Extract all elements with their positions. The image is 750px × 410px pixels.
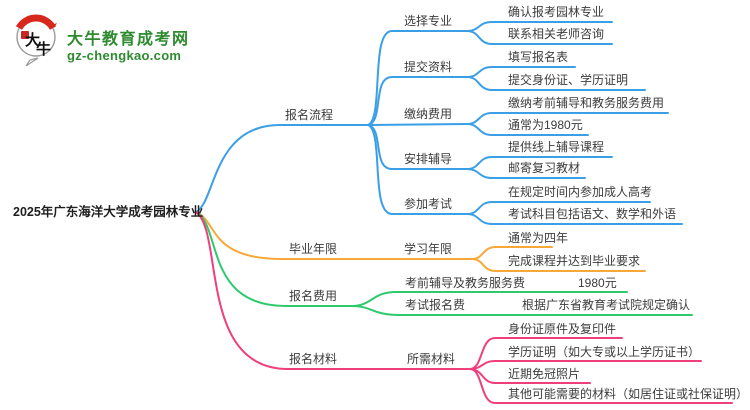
leaf-exam-subjects: 考试科目包括语文、数学和外语 (508, 207, 677, 221)
leaf-confirm-major: 确认报考园林专业 (508, 5, 605, 19)
leaf-four-years: 通常为四年 (508, 231, 569, 245)
leaf-online-course: 提供线上辅导课程 (508, 140, 605, 154)
leaf-photo: 近期免冠照片 (508, 367, 581, 381)
leaf-diploma: 学历证明（如大专或以上学历证书） (508, 345, 701, 359)
branch-node-signup-process: 报名流程 (285, 108, 334, 122)
branch-node-graduation-years: 毕业年限 (289, 242, 338, 256)
sub-node-pay-fees: 缴纳费用 (404, 107, 453, 121)
sub-node-exam-fee: 考试报名费 (405, 298, 466, 312)
leaf-fill-form: 填写报名表 (508, 50, 569, 64)
leaf-service-fee-amount: 1980元 (578, 276, 617, 290)
leaf-attend-exam: 在规定时间内参加成人高考 (508, 185, 653, 199)
leaf-other-materials: 其他可能需要的材料（如居住证或社保证明） (508, 387, 749, 401)
logo-domain-url[interactable]: gz-chengkao.com (67, 48, 182, 63)
root-node: 2025年广东海洋大学成考园林专业 (13, 205, 204, 219)
branch-node-materials: 报名材料 (289, 352, 338, 366)
leaf-pay-service-fee: 缴纳考前辅导和教务服务费用 (508, 96, 665, 110)
sub-node-submit-info: 提交资料 (404, 60, 453, 74)
logo-mascot-icon: 大 牛 (15, 14, 57, 66)
site-logo[interactable]: 大 牛 大牛教育成考网 gz-chengkao.com (10, 8, 230, 66)
leaf-contact-teacher: 联系相关老师咨询 (508, 27, 605, 41)
sub-node-choose-major: 选择专业 (404, 14, 453, 28)
leaf-submit-id: 提交身份证、学历证明 (508, 73, 629, 87)
leaf-id-card: 身份证原件及复印件 (508, 322, 617, 336)
leaf-mail-materials: 邮寄复习教材 (508, 161, 581, 175)
leaf-finish-courses: 完成课程并达到毕业要求 (508, 254, 641, 268)
svg-text:大: 大 (25, 31, 40, 49)
leaf-exam-fee-note: 根据广东省教育考试院规定确认 (522, 298, 691, 312)
sub-node-tutoring: 安排辅导 (404, 152, 453, 166)
sub-node-study-years: 学习年限 (404, 242, 453, 256)
leaf-fee-amount: 通常为1980元 (508, 118, 583, 132)
branch-node-fees: 报名费用 (289, 289, 338, 303)
sub-node-take-exam: 参加考试 (404, 197, 453, 211)
sub-node-required-materials: 所需材料 (407, 352, 456, 366)
sub-node-service-fee: 考前辅导及教务服务费 (405, 276, 526, 290)
svg-text:牛: 牛 (36, 40, 51, 58)
logo-title[interactable]: 大牛教育成考网 (67, 31, 190, 48)
